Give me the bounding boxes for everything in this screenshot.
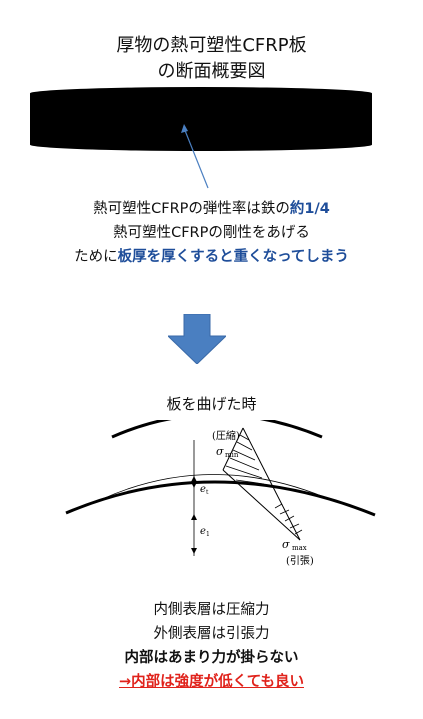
- title-line-2: の断面概要図: [157, 61, 266, 82]
- sigma-min-subscript: min: [225, 451, 239, 459]
- e-lower-symbol: e: [200, 526, 206, 537]
- tension-label: (引張): [286, 555, 314, 567]
- thickness-weight-highlight: 板厚を厚くすると重くなってしまう: [117, 249, 349, 265]
- explanation-line-3-prefix: ために: [74, 249, 118, 265]
- inner-surface-arc: [111, 420, 323, 439]
- sigma-max-subscript: max: [292, 544, 307, 552]
- conclusion-line-4-wrap: →内部は強度が低くても良い: [0, 670, 423, 694]
- outer-surface-arc: [65, 480, 376, 517]
- explanation-line-1-prefix: 熱可塑性CFRPの弾性率は鉄の: [93, 201, 290, 217]
- conclusion-text: 内側表層は圧縮力 外側表層は引張力 内部はあまり力が掛らない →内部は強度が低く…: [0, 598, 423, 694]
- sigma-min-symbol: σ: [216, 445, 224, 458]
- title-line-1: 厚物の熱可塑性CFRP板: [116, 35, 307, 56]
- explanation-line-1: 熱可塑性CFRPの弾性率は鉄の約1/4: [0, 197, 423, 221]
- compression-label: (圧縮): [212, 429, 240, 442]
- e-lower-subscript: 1: [206, 531, 210, 538]
- sigma-max-symbol: σ: [282, 538, 290, 551]
- conclusion-line-1: 内側表層は圧縮力: [153, 602, 270, 618]
- explanation-line-2: 熱可塑性CFRPの剛性をあげる: [113, 225, 310, 241]
- conclusion-line-3: 内部はあまり力が掛らない: [124, 650, 299, 666]
- bend-caption: 板を曲げた時: [166, 395, 257, 413]
- conclusion-line-4: →内部は強度が低くても良い: [119, 674, 304, 690]
- modulus-ratio-highlight: 約1/4: [289, 201, 330, 217]
- explanation-line-3: ために板厚を厚くすると重くなってしまう: [0, 245, 423, 269]
- e-upper-subscript: t: [206, 489, 209, 496]
- explanation-text: 熱可塑性CFRPの弾性率は鉄の約1/4 熱可塑性CFRPの剛性をあげる ために板…: [0, 197, 423, 269]
- conclusion-line-2: 外側表層は引張力: [153, 626, 270, 642]
- plate-cross-section: [30, 87, 372, 151]
- neutral-axis-arc: [99, 474, 337, 503]
- diagram-title: 厚物の熱可塑性CFRP板 の断面概要図: [0, 33, 423, 85]
- e-upper-symbol: e: [200, 484, 206, 495]
- down-arrow-icon: [168, 314, 226, 364]
- bending-stress-diagram: (圧縮) σ min e t e 1 σ max (引張): [65, 420, 376, 567]
